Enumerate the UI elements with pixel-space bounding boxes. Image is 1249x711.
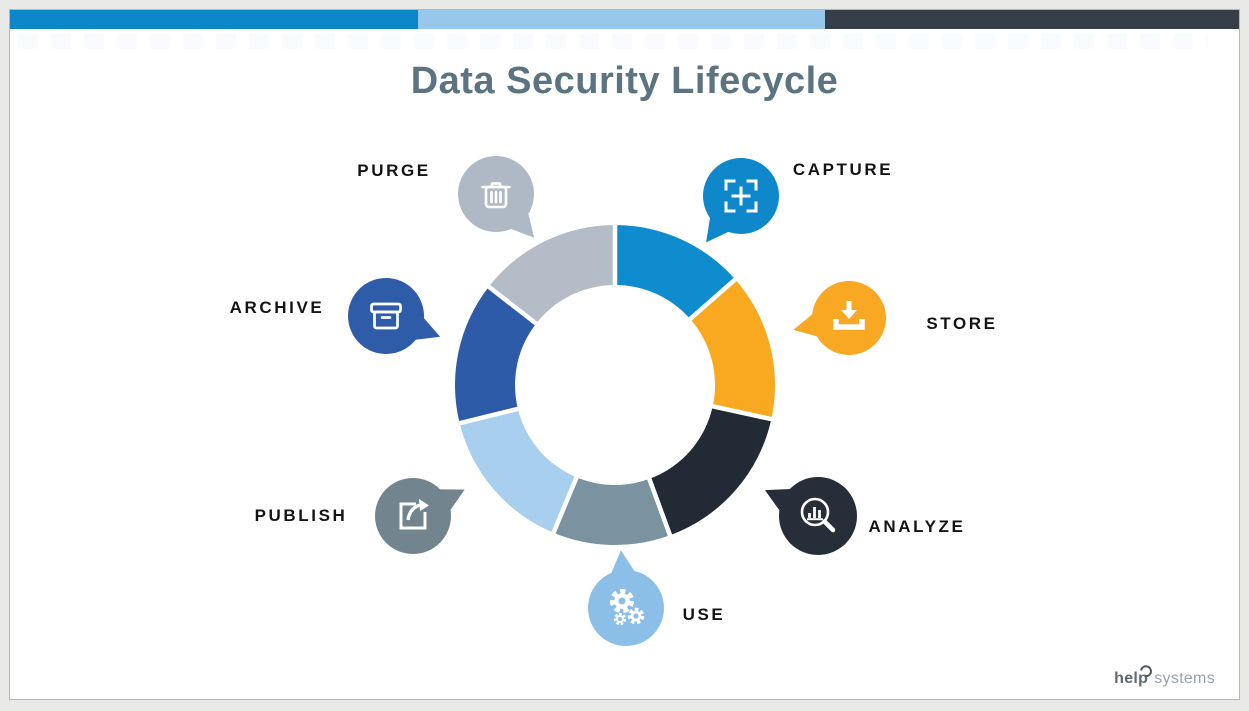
stage-label-purge: PURGE (357, 161, 431, 180)
download-tray-icon (833, 301, 865, 330)
magnifier-chart-icon (800, 497, 836, 533)
segment-purge (488, 225, 615, 324)
stage-label-publish: PUBLISH (254, 506, 348, 525)
accent-bar-blue (10, 10, 419, 29)
bubble-store (793, 281, 886, 355)
logo-text-bold: help (1114, 670, 1149, 687)
bubble-publish (375, 478, 465, 554)
bubble-analyze (764, 477, 857, 555)
stage-label-analyze: ANALYZE (868, 517, 966, 536)
segment-use (553, 477, 670, 546)
top-accent-bar (10, 10, 1239, 29)
segment-publish (459, 408, 577, 533)
segment-capture (615, 225, 736, 319)
stage-label-store: STORE (926, 314, 998, 333)
segment-analyze (649, 406, 772, 536)
accent-bar-light-blue (418, 10, 825, 29)
gears-icon (609, 588, 645, 626)
segment-store (690, 279, 776, 420)
trash-icon (481, 182, 511, 209)
faint-watermark-strip (18, 34, 1208, 49)
share-export-icon (399, 499, 429, 530)
bubble-capture (703, 158, 779, 243)
bubble-use (588, 550, 664, 646)
stage-label-archive: ARCHIVE (229, 298, 325, 317)
segment-archive (455, 286, 537, 424)
stage-label-use: USE (682, 605, 726, 624)
stage-label-capture: CAPTURE (792, 160, 894, 179)
accent-bar-dark (824, 10, 1239, 29)
page-title: Data Security Lifecycle (410, 60, 839, 102)
bubble-archive (348, 278, 441, 354)
capture-frame-icon (724, 179, 758, 213)
helpsystems-logo: help systems (1114, 662, 1215, 687)
archive-box-icon (370, 302, 402, 330)
bubble-purge (458, 156, 535, 238)
donut-hole (516, 286, 714, 484)
logo-text-light: systems (1154, 670, 1215, 687)
